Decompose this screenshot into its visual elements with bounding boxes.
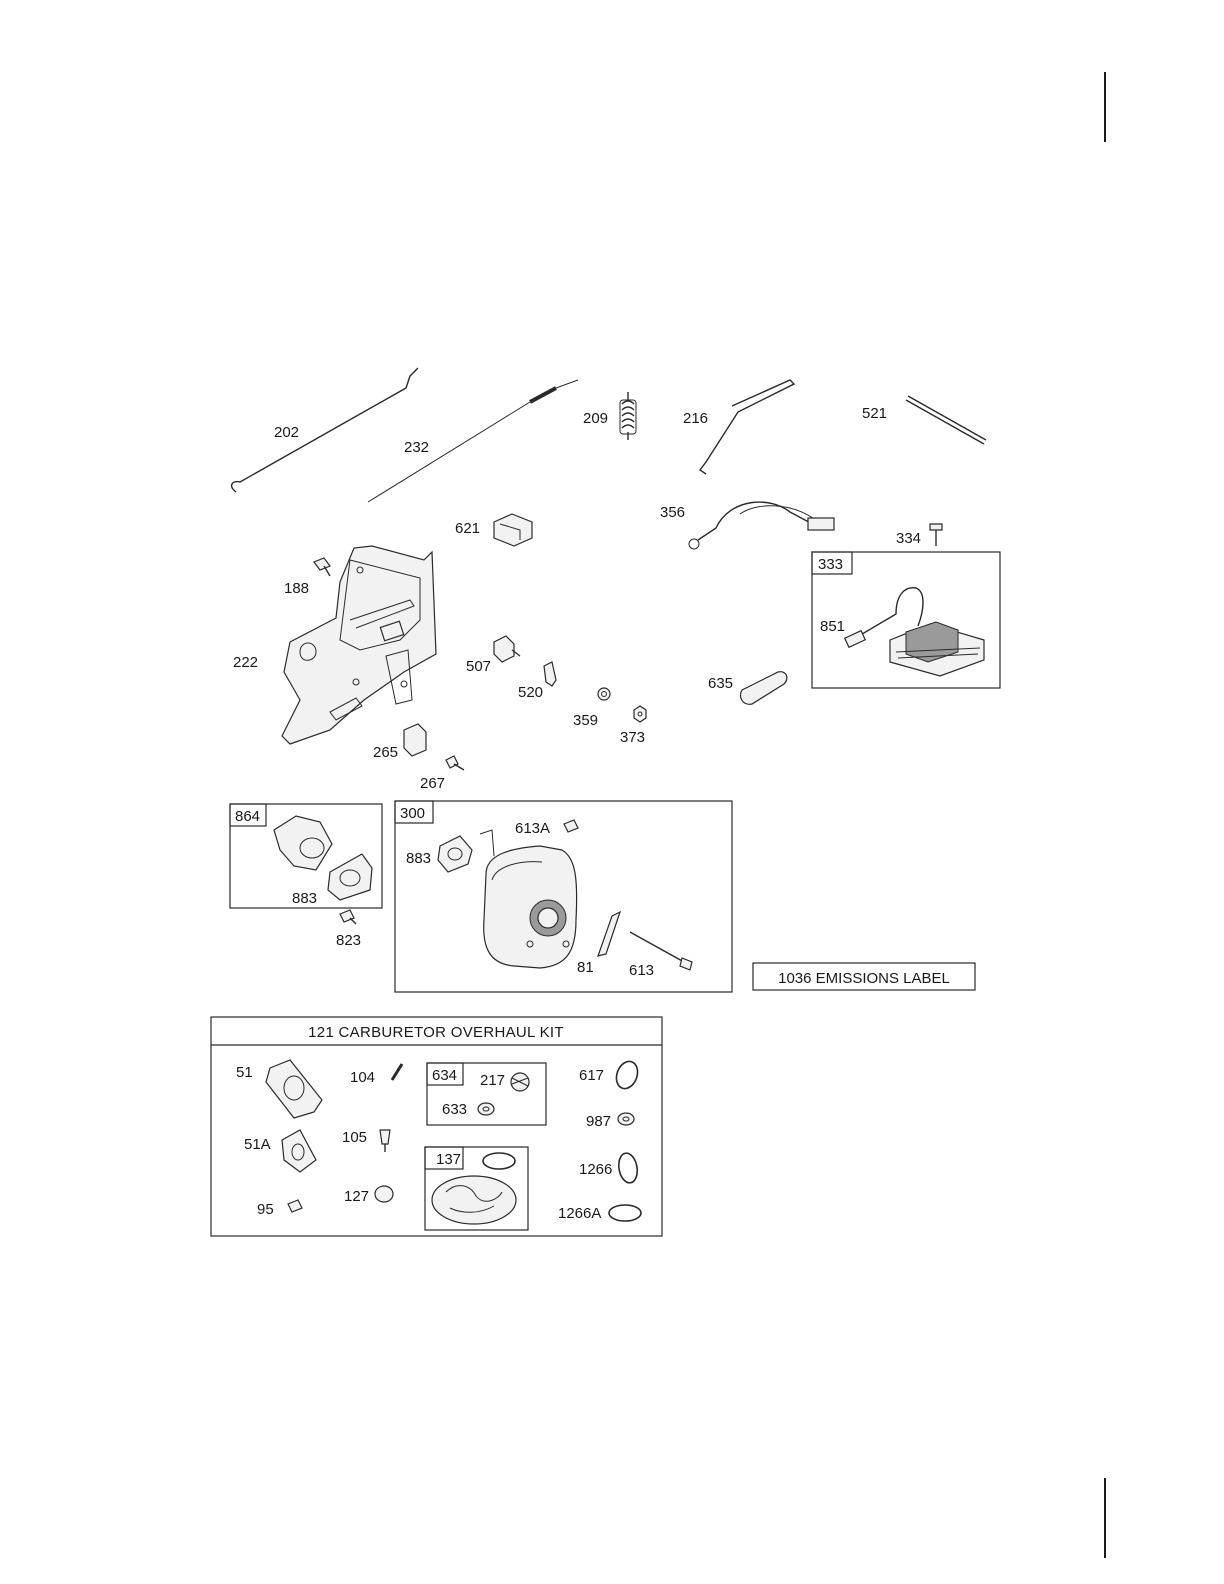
intake-elbow xyxy=(274,816,372,900)
choke-link-wire xyxy=(368,380,578,502)
label-217: 217 xyxy=(480,1072,505,1089)
label-95: 95 xyxy=(257,1201,274,1218)
gasket-51 xyxy=(266,1060,322,1118)
label-507: 507 xyxy=(466,658,491,675)
box-864-title: 864 xyxy=(235,808,260,825)
clip-621 xyxy=(494,514,532,546)
oring-1266 xyxy=(617,1152,640,1185)
label-373: 373 xyxy=(620,729,645,746)
label-105: 105 xyxy=(342,1129,367,1146)
label-851: 851 xyxy=(820,618,845,635)
label-209: 209 xyxy=(583,410,608,427)
oring-1266A xyxy=(609,1205,641,1221)
label-621: 621 xyxy=(455,520,480,537)
nut-373 xyxy=(634,706,646,722)
label-232: 232 xyxy=(404,439,429,456)
tube-521 xyxy=(906,396,986,444)
screw-613A xyxy=(564,820,578,832)
label-104: 104 xyxy=(350,1069,375,1086)
label-987: 987 xyxy=(586,1113,611,1130)
box-333-title: 333 xyxy=(818,556,843,573)
label-81: 81 xyxy=(577,959,594,976)
gasket-51A xyxy=(282,1130,316,1172)
label-617: 617 xyxy=(579,1067,604,1084)
screw-334 xyxy=(930,524,942,546)
clip-265 xyxy=(404,724,426,756)
screw-267 xyxy=(446,756,464,770)
exhaust-gasket-883 xyxy=(438,836,472,872)
label-222: 222 xyxy=(233,654,258,671)
throttle-link xyxy=(700,380,794,474)
emissions-label: 1036 EMISSIONS LABEL xyxy=(778,970,950,987)
label-823: 823 xyxy=(336,932,361,949)
label-51A: 51A xyxy=(244,1136,271,1153)
label-1266: 1266 xyxy=(579,1161,612,1178)
governor-spring xyxy=(620,392,636,440)
label-521: 521 xyxy=(862,405,887,422)
label-188: 188 xyxy=(284,580,309,597)
oring-617 xyxy=(613,1058,641,1091)
lockwasher-359 xyxy=(598,688,610,700)
box-300-title: 300 xyxy=(400,805,425,822)
label-51: 51 xyxy=(236,1064,253,1081)
switch-507 xyxy=(494,636,520,662)
label-202: 202 xyxy=(274,424,299,441)
carb-kit-title: 121 CARBURETOR OVERHAUL KIT xyxy=(308,1024,564,1041)
seal-987 xyxy=(618,1113,634,1125)
label-1266A: 1266A xyxy=(558,1205,601,1222)
label-613: 613 xyxy=(629,962,654,979)
label-356: 356 xyxy=(660,504,685,521)
ground-wire-harness xyxy=(689,502,834,549)
ignition-armature xyxy=(845,588,984,676)
label-613A: 613A xyxy=(515,820,550,837)
label-520: 520 xyxy=(518,684,543,701)
box-634-title: 634 xyxy=(432,1067,457,1084)
label-127: 127 xyxy=(344,1188,369,1205)
label-216: 216 xyxy=(683,410,708,427)
clip-520 xyxy=(544,662,556,686)
needle-105 xyxy=(380,1130,390,1152)
seal-633 xyxy=(478,1103,494,1115)
box-137-title: 137 xyxy=(436,1151,461,1168)
deflector-81 xyxy=(598,912,620,956)
spark-plug-boot-635 xyxy=(740,672,786,705)
label-883-b: 883 xyxy=(406,850,431,867)
seat-127 xyxy=(375,1186,393,1202)
label-359: 359 xyxy=(573,712,598,729)
label-265: 265 xyxy=(373,744,398,761)
label-883-a: 883 xyxy=(292,890,317,907)
governor-link-rod xyxy=(232,368,418,492)
screw-188 xyxy=(314,558,330,576)
label-267: 267 xyxy=(420,775,445,792)
screw-823 xyxy=(340,910,356,924)
label-635: 635 xyxy=(708,675,733,692)
muffler xyxy=(480,830,577,968)
pin-104 xyxy=(392,1064,402,1080)
label-633: 633 xyxy=(442,1101,467,1118)
screw-95 xyxy=(288,1200,302,1212)
spring-217 xyxy=(511,1073,529,1091)
label-334: 334 xyxy=(896,530,921,547)
control-bracket xyxy=(282,546,436,744)
